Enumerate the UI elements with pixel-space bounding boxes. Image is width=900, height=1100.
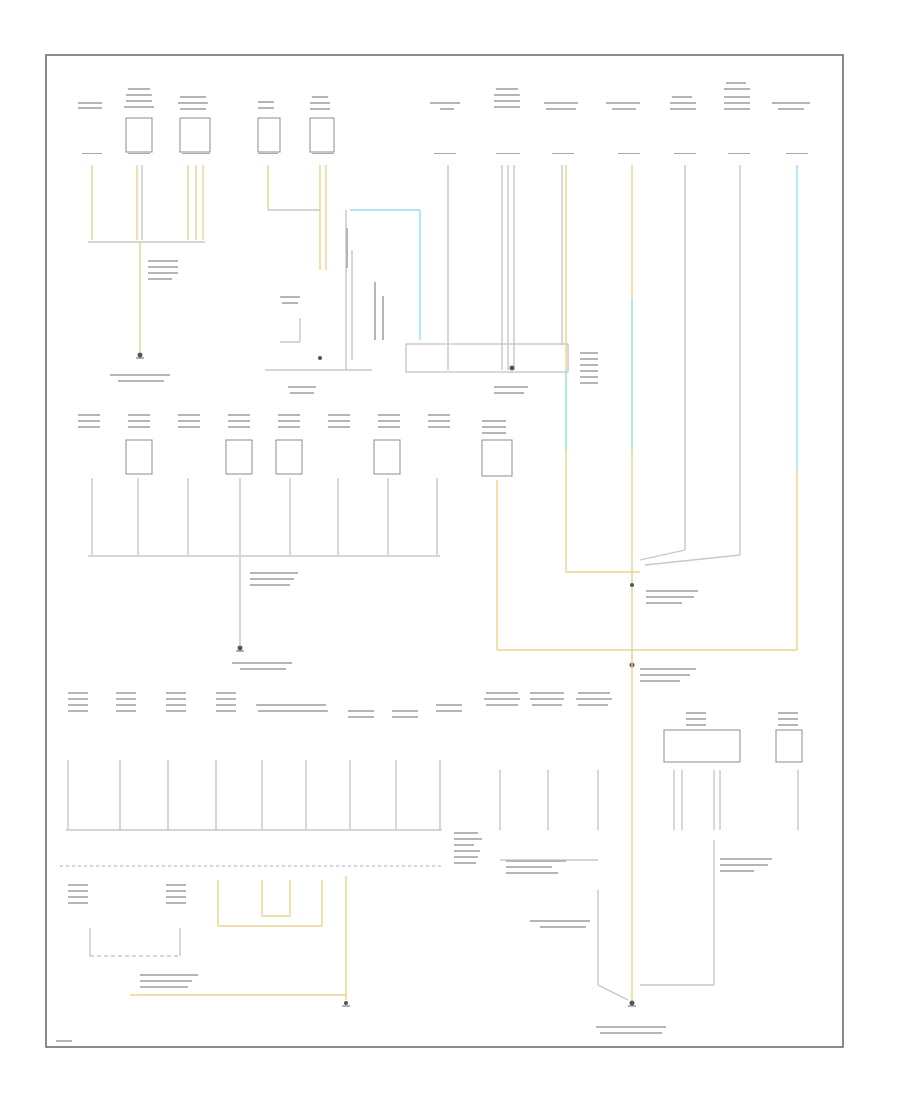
top-row-components	[78, 82, 810, 154]
bottom-wiring	[60, 760, 799, 1006]
component-box-icon	[775, 729, 803, 763]
diagram-frame	[45, 54, 844, 1048]
component-box-icon	[225, 439, 253, 475]
component-box-icon	[663, 729, 741, 763]
middle-row-components	[78, 414, 513, 477]
component-box-icon	[275, 439, 303, 475]
top-labels	[78, 82, 810, 110]
ground-symbol-icon	[136, 357, 636, 1007]
bottom-row-components	[68, 692, 803, 763]
component-box-icon	[373, 439, 401, 475]
component-box-icon	[125, 117, 153, 153]
component-box-icon	[309, 117, 335, 153]
component-box-icon	[179, 117, 211, 153]
annotation-marks	[56, 228, 772, 1042]
component-box-icon	[481, 439, 513, 477]
component-box-icon	[125, 439, 153, 475]
top-wiring	[88, 165, 798, 650]
middle-wiring	[88, 478, 797, 1000]
component-box-icon	[257, 117, 281, 153]
top-connectors	[82, 153, 808, 154]
